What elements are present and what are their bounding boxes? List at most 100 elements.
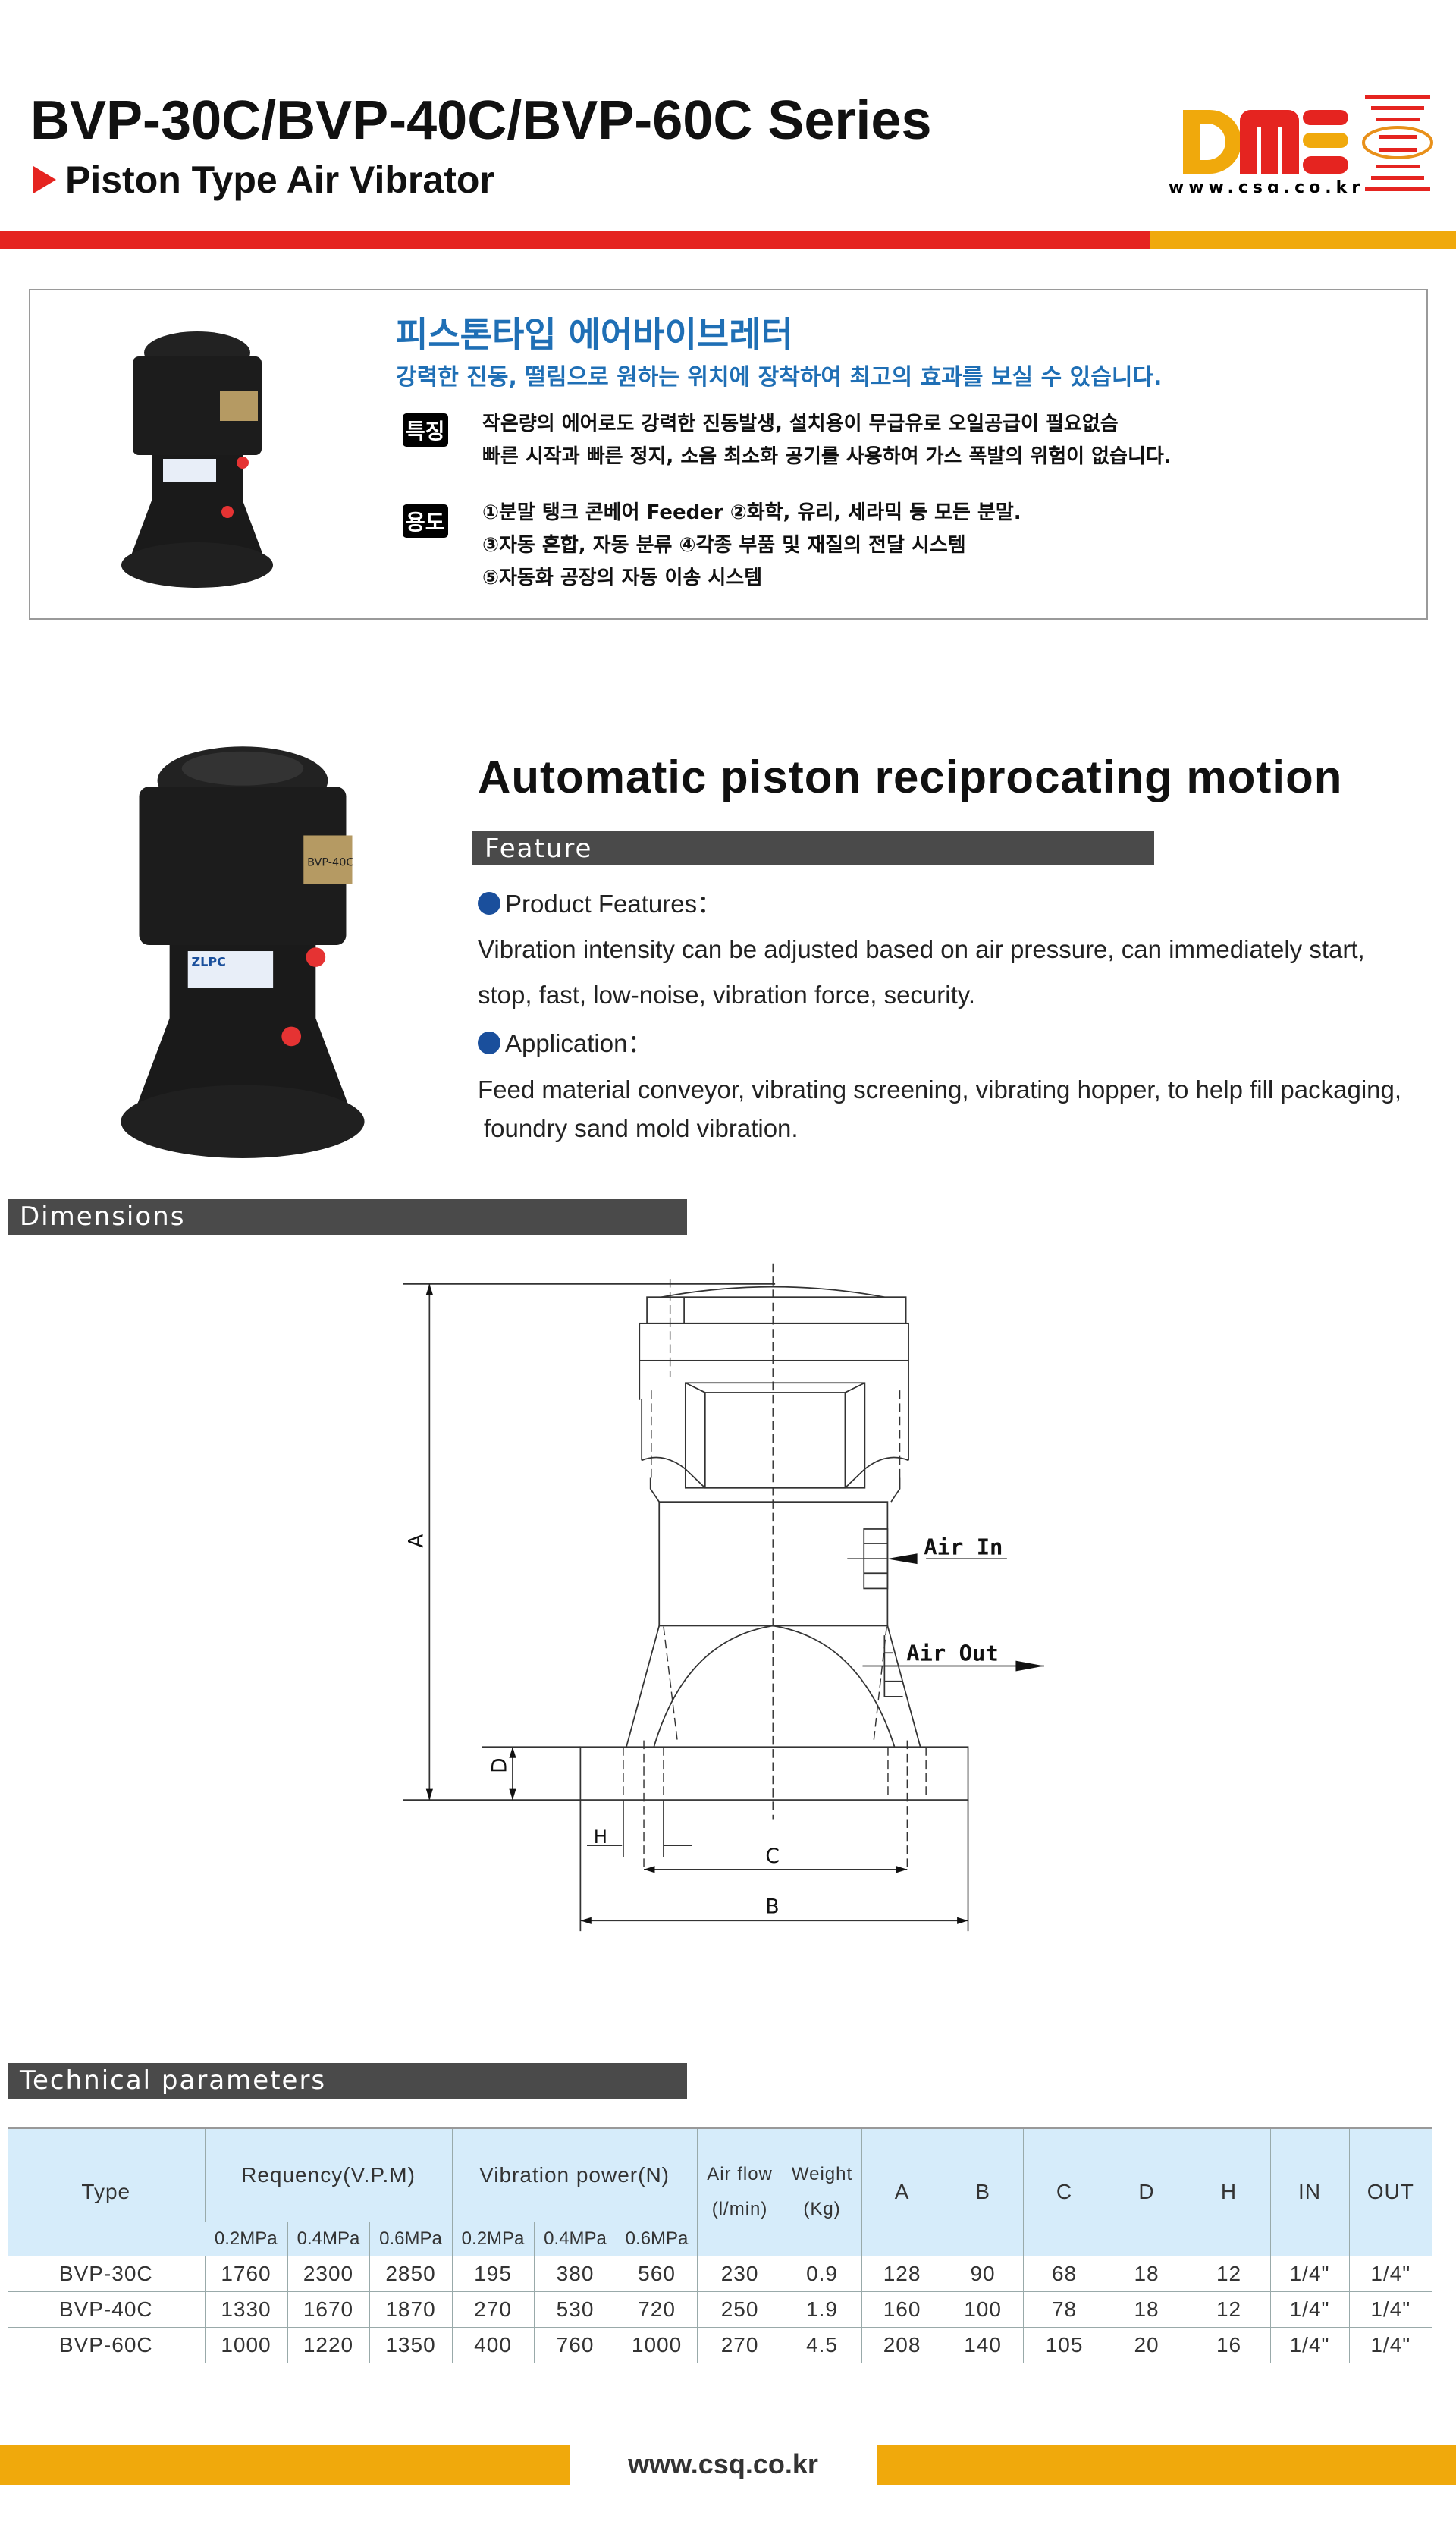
korean-use-line: ①분말 탱크 콘베어 Feeder ②화학, 유리, 세라믹 등 모든 분말. [482,501,1021,524]
table-cell: 1760 [204,2256,287,2292]
table-cell: 230 [696,2256,783,2292]
table-cell: 1000 [616,2327,698,2363]
footer-url: www.csq.co.kr [628,2448,818,2479]
table-cell: 78 [1022,2291,1106,2328]
dim-label-c: C [765,1845,780,1868]
table-cell: 1/4" [1269,2291,1350,2328]
table-cell: 560 [616,2256,698,2292]
table-cell: 16 [1187,2327,1271,2363]
bullet-icon [478,892,500,915]
features-tag: 특징 [403,413,448,447]
header-d: D [1105,2127,1188,2256]
technical-parameters-bar: Technical parameters [8,2063,687,2099]
table-cell: 140 [942,2327,1024,2363]
table-cell: 160 [861,2291,943,2328]
product-image-large: BVP-40C ZLPC [121,746,365,1158]
header-pressure: 0.6MPa [616,2222,698,2256]
airflow-label: Air flow [707,2164,773,2185]
bullet-icon [478,1032,500,1054]
weight-unit: (Kg) [803,2199,841,2220]
header-power: Vibration power(N) [451,2127,698,2222]
table-cell: 400 [451,2327,535,2363]
application-text: foundry sand mold vibration. [484,1114,799,1142]
feature-bar: Feature [472,831,1154,865]
header-a: A [861,2127,943,2256]
korean-use-line: ⑤자동화 공장의 자동 이송 시스템 [482,567,763,589]
subtitle-text: Piston Type Air Vibrator [65,159,494,201]
table-cell: 100 [942,2291,1024,2328]
korean-feature-line: 작은량의 에어로도 강력한 진동발생, 설치용이 무급유로 오일공급이 필요없슴 [482,413,1119,435]
header-out: OUT [1348,2127,1432,2256]
table-cell: 68 [1022,2256,1106,2292]
table-cell: 760 [533,2327,617,2363]
triangle-bullet-icon [33,166,56,193]
table-cell: 530 [533,2291,617,2328]
table-cell: 128 [861,2256,943,2292]
product-features-text: stop, fast, low-noise, vibration force, … [478,981,975,1009]
table-cell: 270 [451,2291,535,2328]
table-cell: 12 [1187,2256,1271,2292]
table-cell: 1/4" [1348,2291,1432,2328]
air-out-label: Air Out [906,1641,999,1666]
table-cell: 18 [1105,2291,1188,2328]
airflow-unit: (l/min) [711,2199,768,2220]
model-cell: BVP-30C [8,2256,205,2292]
table-cell: 105 [1022,2327,1106,2363]
header-red-bar [0,231,1150,249]
korean-tagline: 강력한 진동, 떨림으로 원하는 위치에 장착하여 최고의 효과를 보실 수 있… [396,364,1163,391]
application-text: Feed material conveyor, vibrating screen… [478,1076,1402,1104]
header-pressure: 0.4MPa [287,2222,369,2256]
table-cell: 2850 [369,2256,453,2292]
table-cell: 250 [696,2291,783,2328]
table-cell: 208 [861,2327,943,2363]
dim-label-b: B [765,1895,779,1919]
table-cell: 1/4" [1269,2327,1350,2363]
product-features-text: Vibration intensity can be adjusted base… [478,935,1365,963]
table-cell: 1870 [369,2291,453,2328]
table-cell: 1220 [287,2327,369,2363]
application-label: Application： [478,1028,652,1059]
korean-title: 피스톤타입 에어바이브레터 [396,314,793,355]
header-airflow: Air flow (l/min) [696,2127,783,2256]
dim-label-h: H [594,1826,607,1848]
header-in: IN [1269,2127,1350,2256]
footer-right-bar [877,2445,1456,2485]
table-cell: 1/4" [1269,2256,1350,2292]
header-pressure: 0.2MPa [205,2222,287,2256]
product-features-label: Product Features： [478,889,722,919]
korean-feature-line: 빠른 시작과 빠른 정지, 소음 최소화 공기를 사용하여 가스 폭발의 위험이… [482,445,1172,468]
table-cell: 195 [451,2256,535,2292]
korean-intro-box [29,289,1428,620]
table-cell: 1350 [369,2327,453,2363]
label-text: Application： [505,1029,653,1057]
table-cell: 1670 [287,2291,369,2328]
header-pressure: 0.6MPa [369,2222,453,2256]
header-weight: Weight(Kg) [782,2127,862,2256]
dimensions-bar: Dimensions [8,1199,687,1235]
header-frequency: Requency(V.P.M) [204,2127,453,2222]
logo-url: www.csq.co.kr [1169,178,1364,193]
product-nameplate: BVP-40C [307,857,353,869]
table-cell: 20 [1105,2327,1188,2363]
dim-label-a: A [405,1534,428,1548]
header-orange-bar [1150,231,1456,249]
model-cell: BVP-60C [8,2327,205,2363]
header-pressure: 0.2MPa [451,2222,535,2256]
table-cell: 270 [696,2327,783,2363]
product-image-small [121,331,273,588]
dme-logo: www.csq.co.kr [1169,95,1433,193]
header-c: C [1022,2127,1106,2256]
korean-use-line: ③자동 혼합, 자동 분류 ④각종 부품 및 재질의 전달 시스템 [482,534,966,557]
air-in-label: Air In [924,1534,1003,1559]
dim-label-d: D [488,1757,511,1773]
footer-left-bar [0,2445,570,2485]
label-text: Product Features： [505,890,723,918]
dimension-drawing: A D H C B Air In Air Out [403,1263,1044,1932]
table-cell: 12 [1187,2291,1271,2328]
table-cell: 18 [1105,2256,1188,2292]
page-title: BVP-30C/BVP-40C/BVP-60C Series [30,90,932,151]
table-cell: 2300 [287,2256,369,2292]
